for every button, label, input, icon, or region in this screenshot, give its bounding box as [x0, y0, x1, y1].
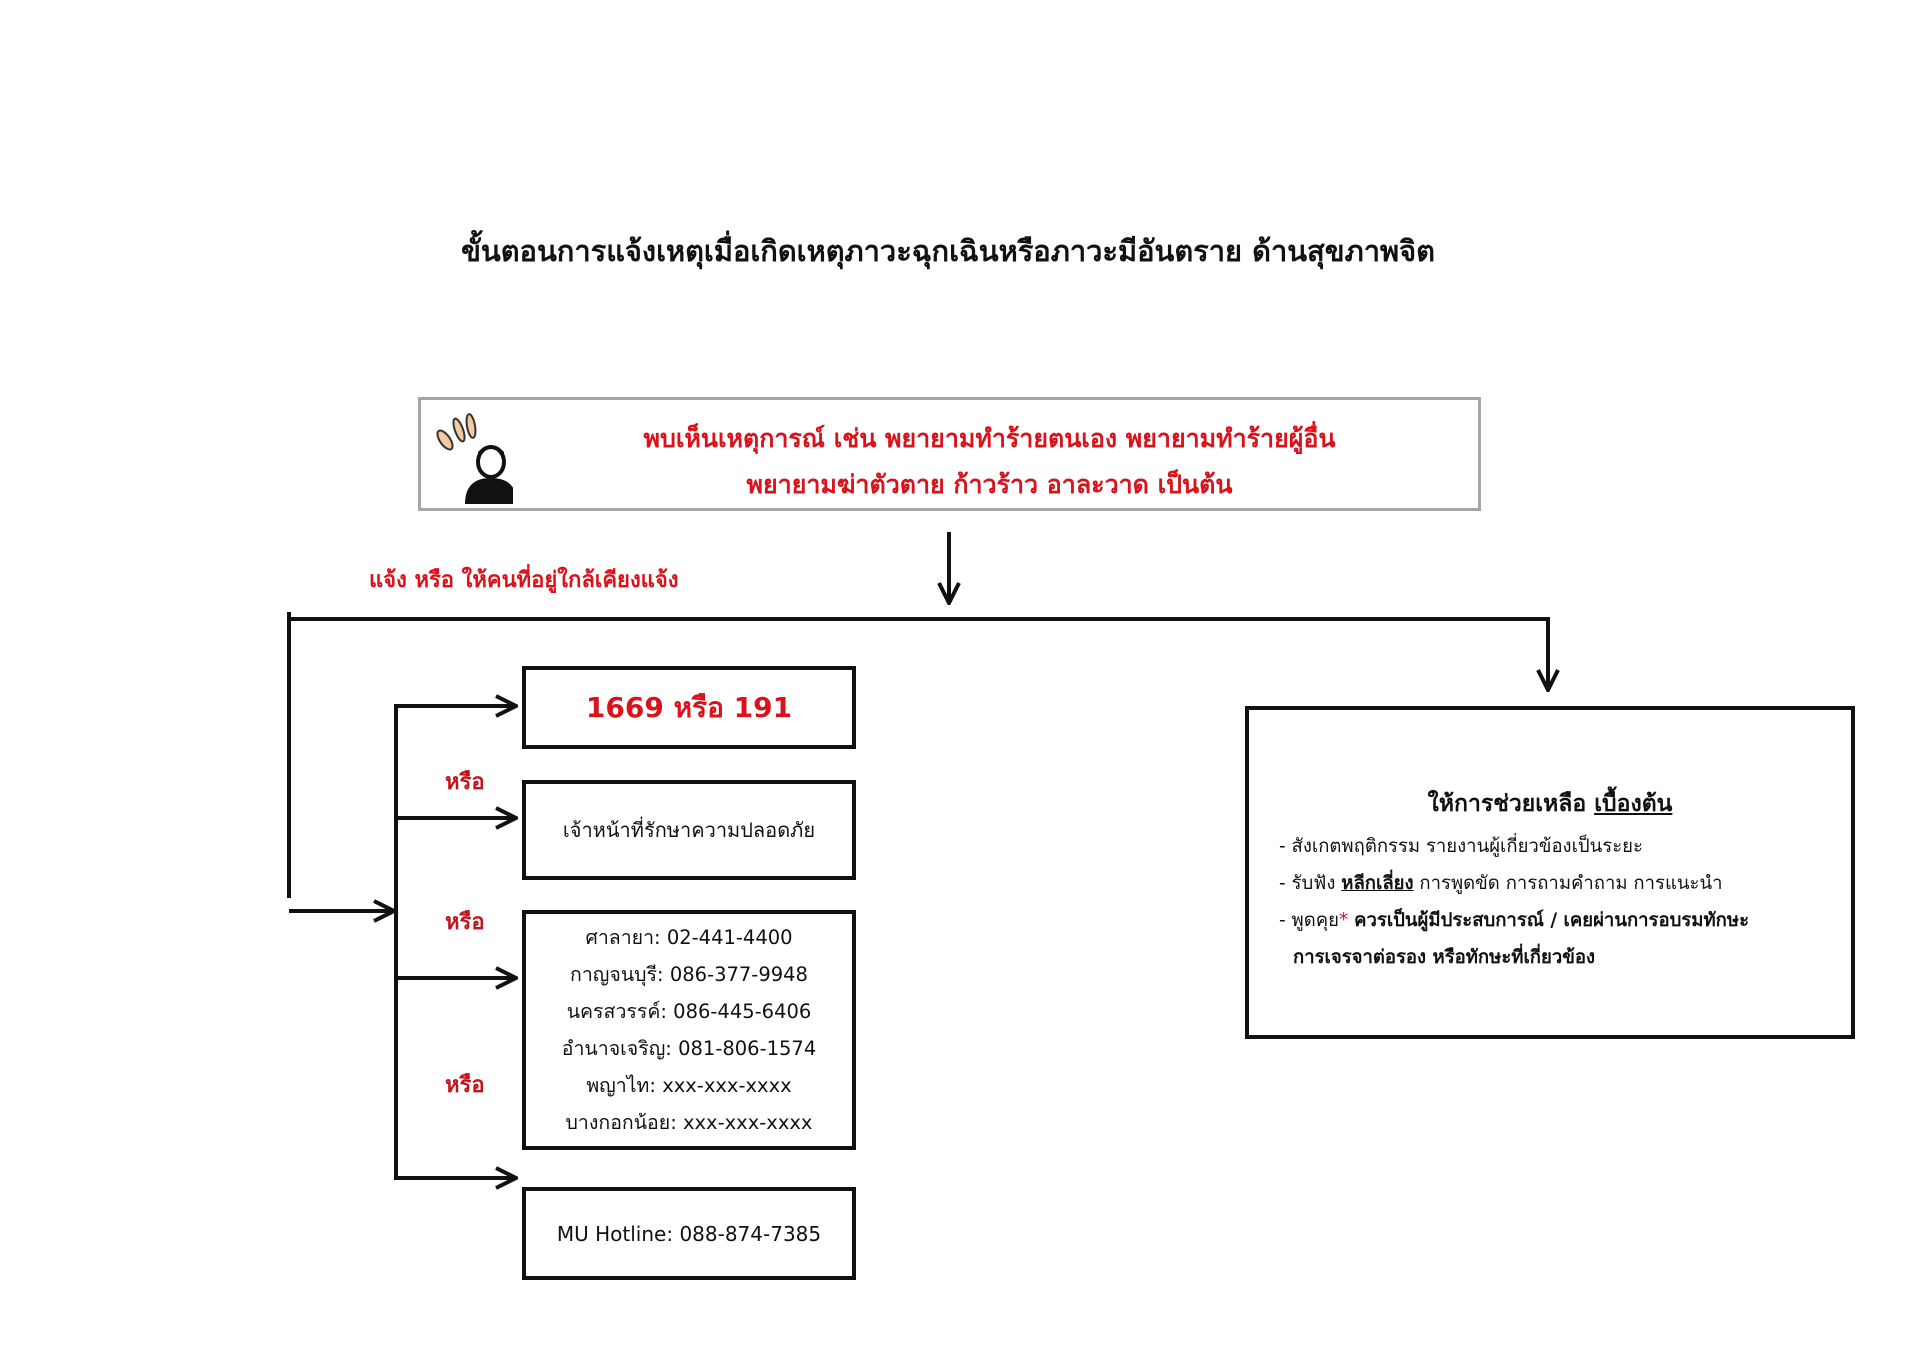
notify-label: แจ้ง หรือ ให้คนที่อยู่ใกล้เคียงแจ้ง [369, 568, 679, 593]
alarmed-person-icon [436, 413, 513, 504]
campus-phone-item: บางกอกน้อย: xxx-xxx-xxxx [565, 1111, 813, 1134]
campus-phone-item: พญาไท: xxx-xxx-xxxx [586, 1074, 792, 1097]
first-aid-item: - สังเกตพฤติกรรม รายงานผู้เกี่ยวข้องเป็น… [1279, 836, 1643, 857]
campus-phone-item: ศาลายา: 02-441-4400 [585, 926, 793, 949]
emergency-number-box: 1669 หรือ 191 [522, 666, 856, 749]
incident-box: พบเห็นเหตุการณ์ เช่น พยายามทำร้ายตนเอง พ… [418, 397, 1481, 511]
first-aid-item: - พูดคุย* ควรเป็นผู้มีประสบการณ์ / เคยผ่… [1279, 910, 1750, 968]
mu-hotline-box: MU Hotline: 088-874-7385 [522, 1187, 856, 1280]
or-label: หรือ [445, 1073, 485, 1098]
incident-line-1: พบเห็นเหตุการณ์ เช่น พยายามทำร้ายตนเอง พ… [643, 424, 1336, 453]
or-label: หรือ [445, 770, 485, 795]
or-label: หรือ [445, 910, 485, 935]
hotline-number: 088-874-7385 [679, 1221, 822, 1246]
first-aid-title: ให้การช่วยเหลือ เบื้องต้น [1427, 791, 1673, 817]
campus-phone-item: กาญจนบุรี: 086-377-9948 [570, 963, 808, 986]
page-title: ขั้นตอนการแจ้งเหตุเมื่อเกิดเหตุภาวะฉุกเฉ… [461, 234, 1435, 268]
campus-phone-item: อำนาจเจริญ: 081-806-1574 [561, 1037, 817, 1060]
campus-phone-item: นครสวรรค์: 086-445-6406 [566, 1000, 812, 1023]
incident-line-2: พยายามฆ่าตัวตาย ก้าวร้าว อาละวาด เป็นต้น [746, 470, 1233, 499]
first-aid-box: ให้การช่วยเหลือ เบื้องต้น - สังเกตพฤติกร… [1245, 706, 1855, 1039]
first-aid-item: - รับฟัง หลีกเลี่ยง การพูดขัด การถามคำถา… [1279, 873, 1723, 894]
campus-phones-box: ศาลายา: 02-441-4400 กาญจนบุรี: 086-377-9… [522, 910, 856, 1150]
security-staff-box: เจ้าหน้าที่รักษาความปลอดภัย [522, 780, 856, 880]
